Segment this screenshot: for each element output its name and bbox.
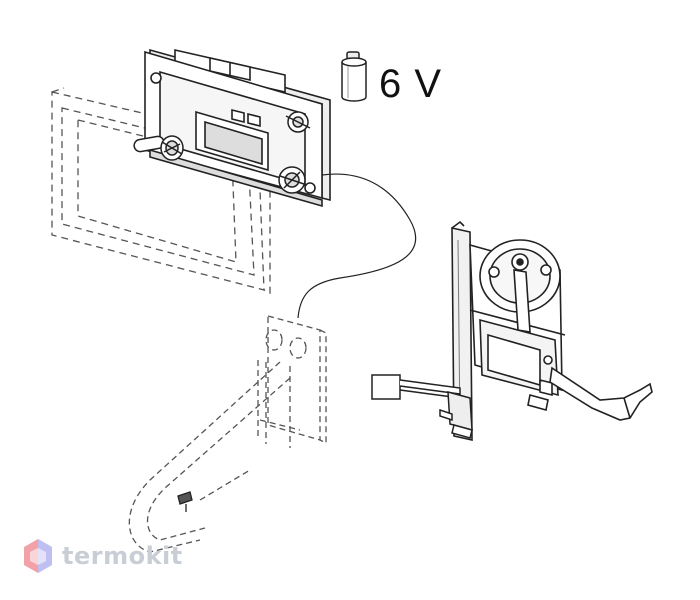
arm-clip [177,491,193,512]
bottom-fitting [439,391,473,439]
watermark: termokit [22,536,183,576]
flush-lever-arm [549,366,653,421]
right-knob [278,166,306,194]
sensor-plug [371,374,461,400]
flush-lever-outline [128,315,327,553]
control-panel-plate [144,48,331,208]
left-knob [133,135,184,161]
watermark-text: termokit [62,542,183,570]
battery-voltage-label: 6 V [379,62,443,106]
sensor-adjuster [285,111,311,133]
connection-cable [297,173,417,319]
termokit-logo-icon [24,539,52,573]
battery-icon [341,51,367,102]
